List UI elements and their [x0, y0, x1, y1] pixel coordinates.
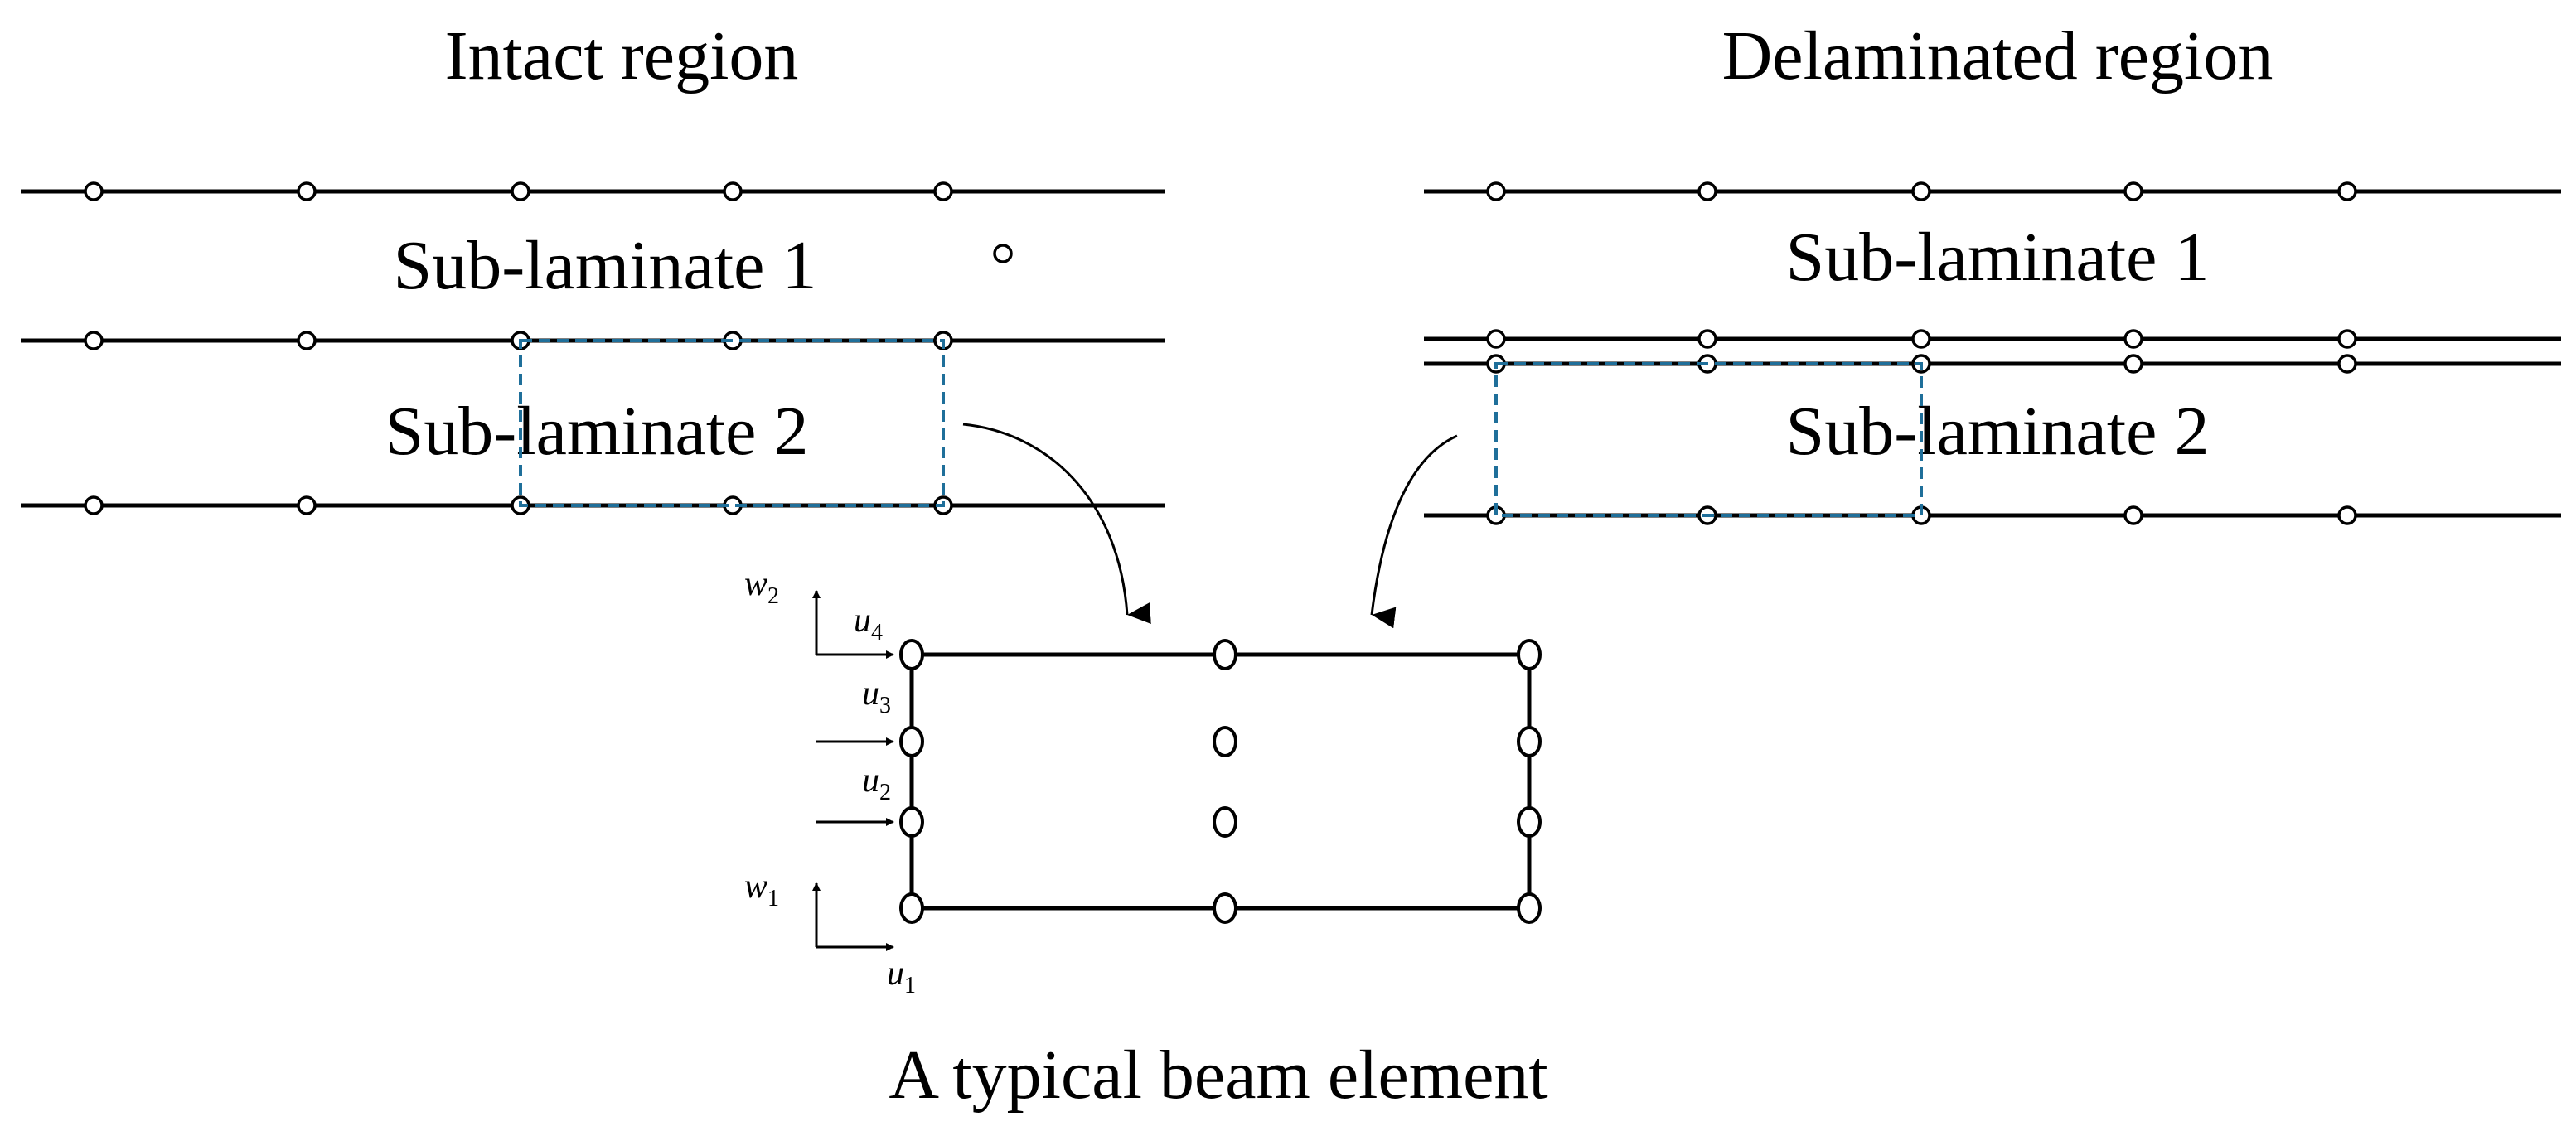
beam-element: w2 u4 u3 u2 w1 u1 A typical beam element	[744, 565, 1548, 1114]
node	[723, 181, 743, 201]
u1-label: u1	[887, 955, 916, 998]
intact-region: Intact region Sub-laminate 1 Sub-laminat…	[21, 17, 1165, 515]
intact-top-nodes	[84, 181, 953, 201]
intact-to-element-arrow	[962, 423, 1151, 624]
node	[297, 495, 317, 515]
node	[899, 892, 924, 924]
node	[1213, 639, 1237, 670]
node	[1697, 181, 1717, 201]
delam-sublaminate-2-label: Sub-laminate 2	[1786, 393, 2210, 470]
delam-sublaminate-1-label: Sub-laminate 1	[1786, 219, 2210, 296]
beam-middle-nodes	[1213, 639, 1237, 924]
node	[297, 331, 317, 350]
node	[2337, 329, 2357, 349]
node	[1517, 892, 1542, 924]
node	[84, 331, 104, 350]
beam-element-outline	[909, 652, 1532, 911]
node	[2123, 181, 2143, 201]
intact-selected-element	[519, 339, 945, 507]
node	[297, 181, 317, 201]
node	[899, 639, 924, 670]
intact-sublaminate-1-label: Sub-laminate 1	[394, 227, 817, 304]
intact-sublaminate-2-label: Sub-laminate 2	[385, 393, 809, 470]
w2-label: w2	[744, 565, 779, 609]
node	[2123, 505, 2143, 525]
u2-label: u2	[862, 761, 891, 805]
node	[1517, 639, 1542, 670]
node	[1213, 892, 1237, 924]
u4-label: u4	[854, 602, 883, 645]
delaminated-region-title: Delaminated region	[1722, 17, 2273, 94]
node	[1911, 181, 1931, 201]
node	[2123, 329, 2143, 349]
intact-region-title: Intact region	[445, 17, 799, 94]
delaminated-region: Delaminated region Sub-laminate 1 Sub-la…	[1424, 17, 2561, 525]
w1-label: w1	[744, 868, 779, 911]
delam-selected-element	[1494, 362, 1923, 517]
node	[1213, 806, 1237, 838]
node	[511, 181, 530, 201]
node	[1517, 726, 1542, 757]
node	[2337, 181, 2357, 201]
node	[1517, 806, 1542, 838]
delam-upper-interface-nodes	[1486, 329, 2357, 349]
node	[1486, 181, 1506, 201]
beam-right-nodes	[1517, 639, 1542, 924]
node	[84, 495, 104, 515]
node	[84, 181, 104, 201]
node	[1486, 329, 1506, 349]
delam-to-element-arrow	[1370, 434, 1458, 629]
node	[1697, 329, 1717, 349]
node	[2123, 354, 2143, 374]
node	[2337, 354, 2357, 374]
node	[1911, 329, 1931, 349]
node	[2337, 505, 2357, 525]
node	[933, 181, 953, 201]
node	[899, 726, 924, 757]
beam-element-caption: A typical beam element	[889, 1037, 1547, 1114]
node	[899, 806, 924, 838]
u3-label: u3	[862, 674, 891, 718]
node	[1213, 726, 1237, 757]
beam-left-nodes	[899, 639, 924, 924]
delam-top-nodes	[1486, 181, 2357, 201]
stray-node	[993, 244, 1013, 263]
dof-arrows	[812, 590, 894, 951]
